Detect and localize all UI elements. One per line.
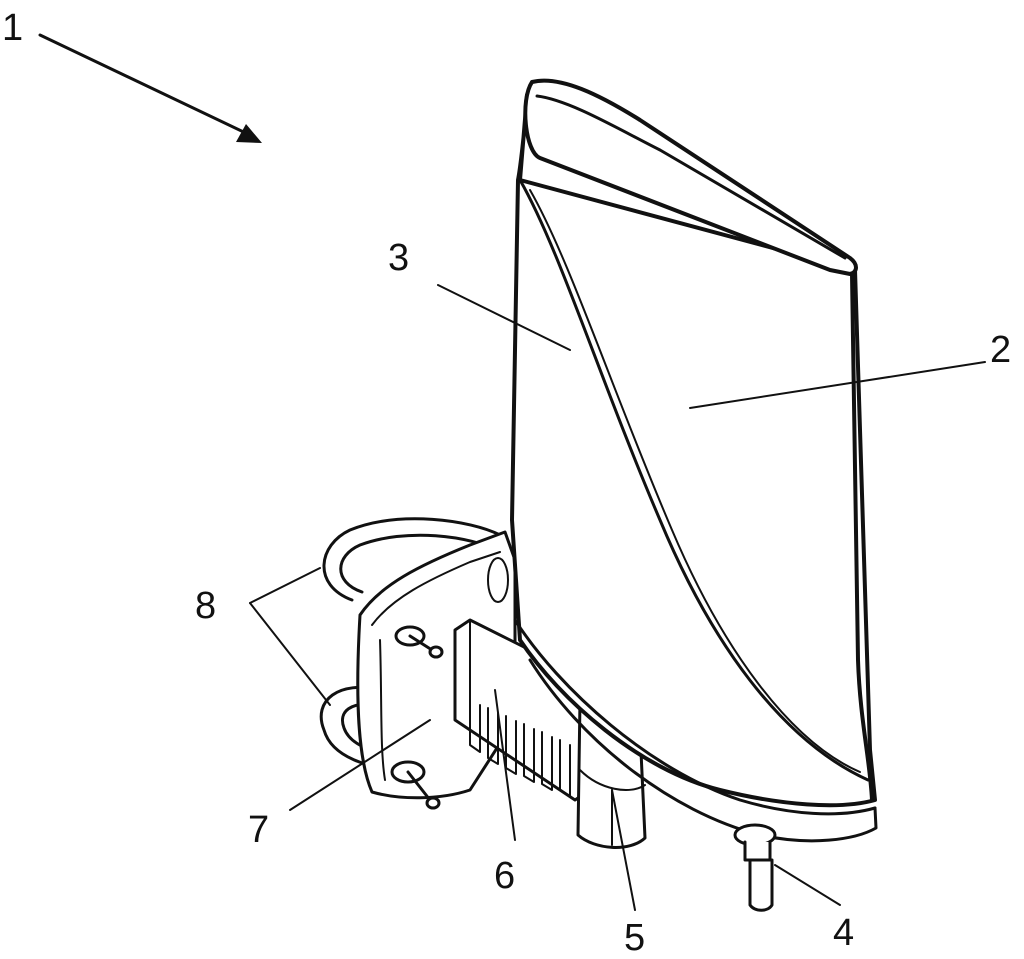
leader-lines xyxy=(249,284,986,911)
radome xyxy=(510,78,878,843)
cooling-fins xyxy=(469,699,571,797)
ref-1: 1 xyxy=(2,7,23,49)
ref-2: 2 xyxy=(990,329,1011,371)
cable-connector xyxy=(733,823,777,912)
ref-7: 7 xyxy=(248,809,269,851)
ref-4: 4 xyxy=(833,912,854,954)
ref-3: 3 xyxy=(388,237,409,279)
ref-5: 5 xyxy=(624,917,645,959)
reference-numerals: 1 2 3 4 5 6 7 8 xyxy=(2,7,1011,959)
ref-6: 6 xyxy=(494,855,515,897)
overall-arrow xyxy=(38,33,262,143)
ref-8: 8 xyxy=(195,585,216,627)
